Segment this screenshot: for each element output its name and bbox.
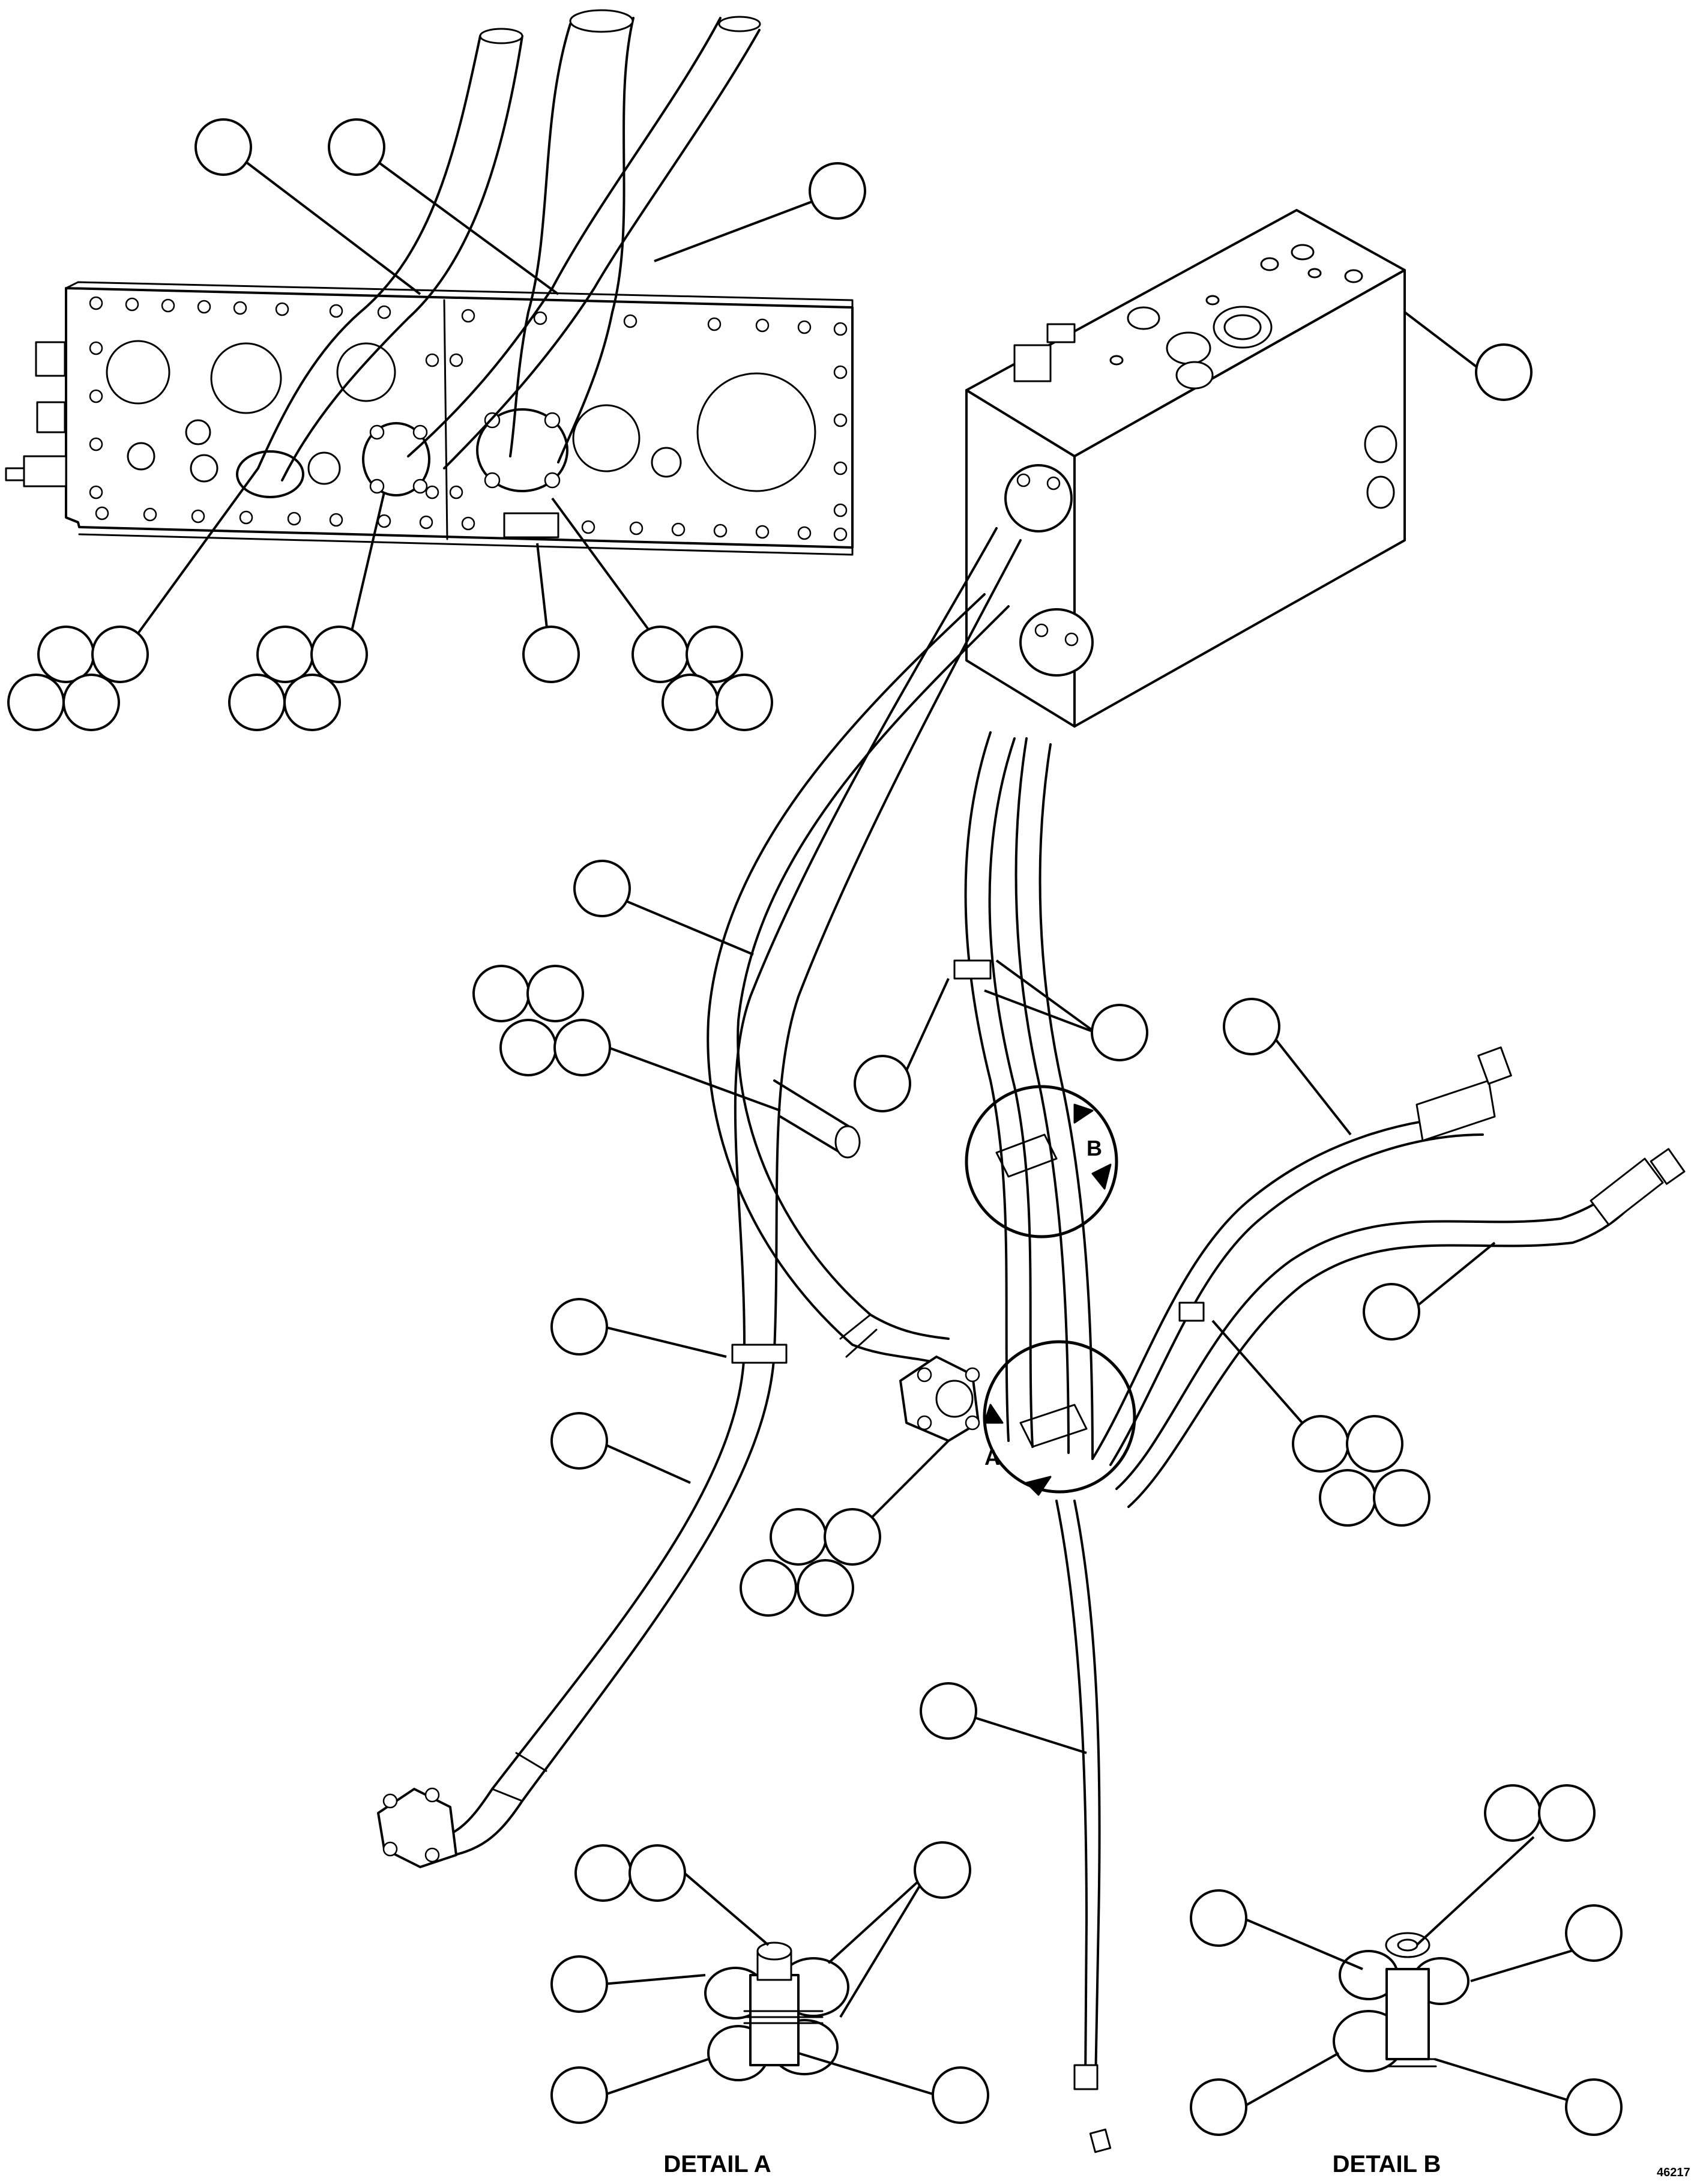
manifold-hose-fittings xyxy=(236,408,568,538)
valve-block-assembly xyxy=(965,209,1406,728)
manifold-plate-assembly xyxy=(5,9,854,556)
detail-a-letter: A xyxy=(984,1445,1000,1470)
center-flange xyxy=(899,1356,980,1442)
manifold-plate-ports xyxy=(106,340,816,492)
valve-block-fittings xyxy=(1004,323,1094,677)
valve-block-ports xyxy=(1109,244,1397,509)
manifold-plate-bolts xyxy=(89,296,848,541)
detail-a-callout: A xyxy=(983,1340,1136,1496)
callout-bubbles xyxy=(7,118,1623,2136)
leader-lines xyxy=(137,161,1591,2108)
main-hoses xyxy=(419,527,1686,2153)
detail-a-clamp-drawing xyxy=(704,1941,849,2081)
manifold-side-fittings xyxy=(5,341,67,487)
manifold-plate-top-edge xyxy=(65,281,854,309)
bottom-left-flange xyxy=(377,1787,457,1868)
drawing-number: 46217 xyxy=(1657,2166,1690,2179)
detail-a-caption: DETAIL A xyxy=(663,2151,771,2177)
detail-b-callout: B xyxy=(965,1085,1118,1238)
detail-b-letter: B xyxy=(1087,1136,1102,1160)
top-hoses xyxy=(257,9,761,481)
manifold-plate-bottom-edge xyxy=(78,526,854,556)
detail-b-caption: DETAIL B xyxy=(1333,2151,1441,2177)
detail-b-clamp-drawing xyxy=(1333,1932,1469,2072)
